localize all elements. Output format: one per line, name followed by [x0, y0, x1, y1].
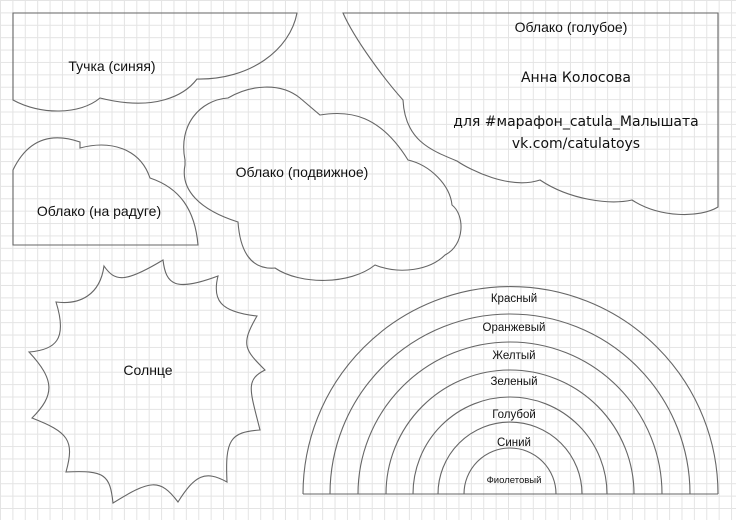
solntse-label: Солнце — [123, 362, 173, 378]
tuchka-label: Тучка (синяя) — [68, 58, 156, 74]
oblako-goluboe-outline — [342, 12, 719, 216]
rainbow-band-yellow: Желтый — [492, 350, 536, 362]
tuchka-outline — [12, 12, 298, 112]
rainbow-band-blue: Синий — [497, 437, 531, 449]
vk-link[interactable]: vk.com/catulatoys — [511, 136, 641, 152]
author-credit: Анна Колосова — [520, 70, 632, 86]
rainbow-band-orange: Оранжевый — [482, 322, 546, 334]
oblako-podvizhnoe-label: Облако (подвижное) — [235, 164, 369, 180]
solntse-outline — [27, 259, 266, 504]
rainbow-band-violet: Фиолетовый — [486, 475, 542, 486]
oblako-raduga-outline — [12, 137, 199, 246]
rainbow-band-red: Красный — [490, 293, 538, 305]
rainbow-band-lightblue: Голубой — [492, 409, 536, 421]
oblako-goluboe-label: Облако (голубое) — [514, 19, 628, 35]
rainbow-arcs — [302, 286, 719, 495]
oblako-raduga-label: Облако (на радуге) — [36, 203, 162, 219]
hashtag-credit: для #марафон_catula_Малышата — [453, 114, 699, 130]
rainbow-band-green: Зеленый — [490, 376, 538, 388]
oblako-podvizhnoe-outline — [183, 86, 462, 281]
